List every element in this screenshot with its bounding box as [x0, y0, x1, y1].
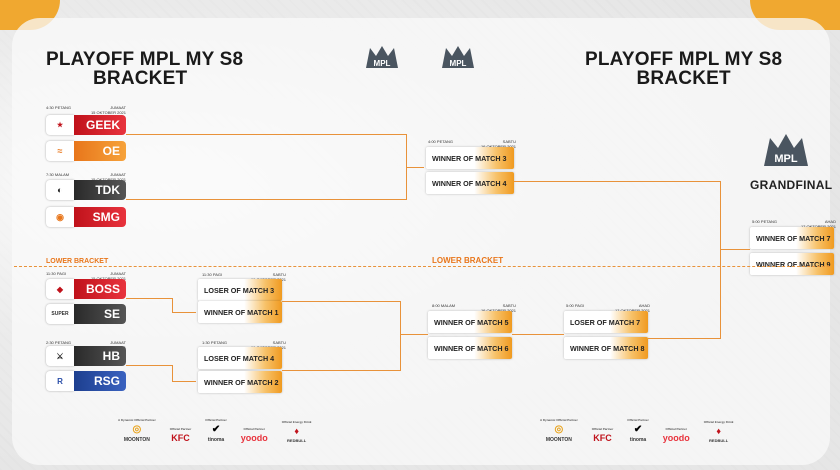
poster-title-right: PLAYOFF MPL MY S8 BRACKET [585, 50, 782, 88]
poster-title-left: PLAYOFF MPL MY S8 BRACKET [46, 50, 243, 88]
title-line2: BRACKET [636, 68, 731, 89]
bracket-slot: WINNER OF MATCH 4 [426, 172, 514, 194]
team-logo-icon: R [46, 371, 74, 391]
bracket-slot: LOSER OF MATCH 7 [564, 311, 648, 333]
bracket-connector [172, 312, 196, 313]
team-name: HB [74, 346, 126, 366]
sponsor-logo: A Dynamic Official Partner◎MOONTON [118, 418, 156, 443]
team-name: SMG [74, 207, 126, 227]
team-slot: R RSG [46, 371, 126, 391]
mpl-logo-icon: MPL [360, 42, 404, 72]
title-line1: PLAYOFF MPL MY S8 [46, 49, 244, 70]
bracket-slot: WINNER OF MATCH 1 [198, 301, 282, 323]
bracket-slot: LOSER OF MATCH 3 [198, 279, 282, 301]
team-name: SE [74, 304, 126, 324]
lower-bracket-divider [14, 266, 830, 267]
bracket-slot: WINNER OF MATCH 8 [564, 337, 648, 359]
bracket-slot: WINNER OF MATCH 6 [428, 337, 512, 359]
bracket-connector [282, 370, 400, 371]
bracket-slot: WINNER OF MATCH 7 [750, 227, 834, 249]
bracket-slot: LOSER OF MATCH 4 [198, 347, 282, 369]
svg-text:MPL: MPL [774, 153, 798, 165]
team-slot: ⚔ HB [46, 346, 126, 366]
bracket-connector [514, 181, 720, 182]
sponsor-row-right: A Dynamic Official Partner◎MOONTON Offic… [540, 418, 733, 443]
team-slot: ★ GEEK [46, 115, 126, 135]
bracket-connector [282, 301, 400, 302]
lower-bracket-label: LOWER BRACKET [46, 258, 109, 265]
team-slot: ◉ SMG [46, 207, 126, 227]
bracket-slot: WINNER OF MATCH 9 [750, 253, 834, 275]
title-line1: PLAYOFF MPL MY S8 [585, 49, 783, 70]
team-name: TDK [74, 180, 126, 200]
bracket-connector [512, 334, 564, 335]
bracket-card [12, 18, 830, 465]
team-name: OE [74, 141, 126, 161]
svg-text:MPL: MPL [450, 59, 467, 68]
team-name: BOSS [74, 279, 126, 299]
title-line2: BRACKET [93, 68, 188, 89]
bracket-connector [126, 365, 172, 366]
team-slot: ◆ BOSS [46, 279, 126, 299]
bracket-slot: WINNER OF MATCH 2 [198, 371, 282, 393]
team-name: RSG [74, 371, 126, 391]
sponsor-row-left: A Dynamic Official Partner◎MOONTON Offic… [118, 418, 311, 443]
bracket-connector [720, 249, 750, 250]
sponsor-logo: Official Partner✔tinoma [627, 418, 649, 443]
sponsor-logo: A Dynamic Official Partner◎MOONTON [540, 418, 578, 443]
bracket-connector [400, 301, 401, 371]
bracket-connector [648, 338, 720, 339]
bracket-connector [172, 365, 173, 381]
bracket-connector [126, 199, 406, 200]
team-name: GEEK [74, 115, 126, 135]
bracket-connector [172, 381, 196, 382]
team-slot: ≈ OE [46, 141, 126, 161]
mpl-grandfinal-logo-icon: MPL [758, 130, 814, 172]
team-logo-icon: ★ [46, 115, 74, 135]
grand-final-label: GRANDFINAL [750, 178, 833, 192]
bracket-slot: WINNER OF MATCH 3 [426, 147, 514, 169]
mpl-logo-icon: MPL [436, 42, 480, 72]
bracket-connector [172, 298, 173, 312]
sponsor-logo: Official Energy Drink♦REDBULL [281, 420, 312, 443]
bracket-connector [400, 334, 428, 335]
sponsor-logo: Official Energy Drink♦REDBULL [703, 420, 734, 443]
svg-text:MPL: MPL [374, 59, 391, 68]
team-logo-icon: ⚔ [46, 346, 74, 366]
bracket-connector [406, 167, 424, 168]
sponsor-logo: Official Partner✔tinoma [205, 418, 227, 443]
team-slot: ◐ TDK [46, 180, 126, 200]
bracket-connector [720, 181, 721, 339]
lower-bracket-label: LOWER BRACKET [432, 256, 504, 265]
team-logo-icon: SUPER [46, 304, 74, 324]
bracket-connector [126, 134, 406, 135]
bracket-slot: WINNER OF MATCH 5 [428, 311, 512, 333]
team-slot: SUPER SE [46, 304, 126, 324]
team-logo-icon: ◆ [46, 279, 74, 299]
team-logo-icon: ≈ [46, 141, 74, 161]
team-logo-icon: ◉ [46, 207, 74, 227]
bracket-connector [126, 298, 172, 299]
team-logo-icon: ◐ [46, 180, 74, 200]
